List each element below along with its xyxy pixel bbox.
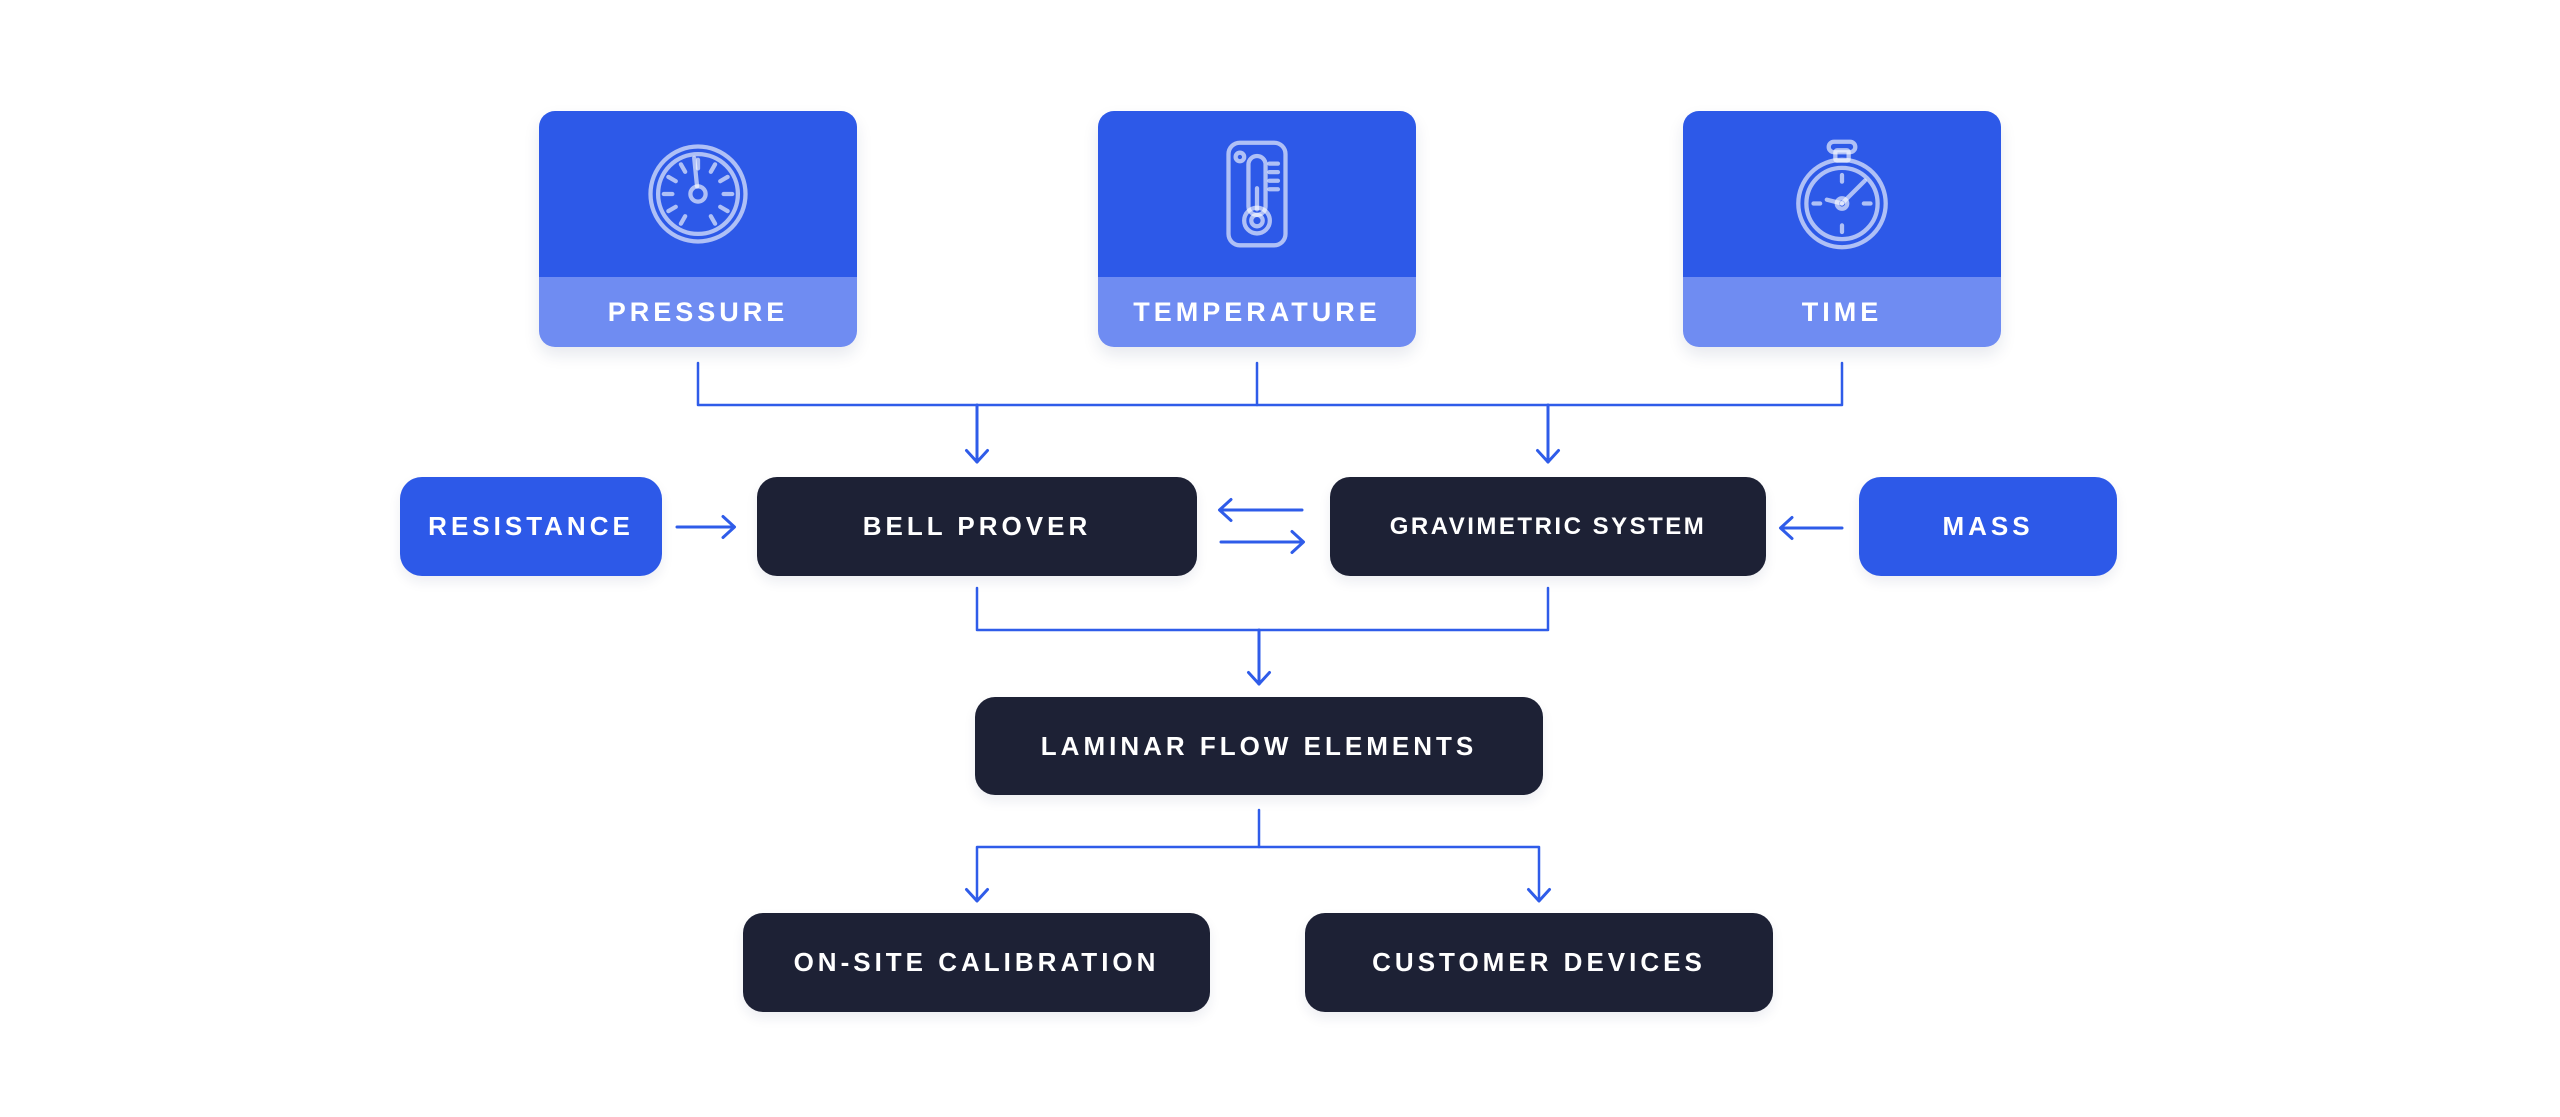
node-bell-prover: BELL PROVER	[757, 477, 1197, 576]
node-laminar-flow-elements: LAMINAR FLOW ELEMENTS	[975, 697, 1543, 795]
card-label-time: TIME	[1683, 277, 2001, 347]
node-customer-devices: CUSTOMER DEVICES	[1305, 913, 1773, 1012]
node-label: LAMINAR FLOW ELEMENTS	[1040, 730, 1478, 761]
arrow-bell-prover-to-gravimetric	[1219, 530, 1305, 554]
node-gravimetric-system: GRAVIMETRIC SYSTEM	[1330, 477, 1766, 576]
node-label: ON-SITE CALIBRATION	[793, 947, 1160, 977]
arrow-bus-to-customer	[1527, 888, 1551, 903]
card-pressure: PRESSURE	[539, 111, 857, 347]
gauge-icon	[539, 111, 857, 277]
card-temperature: TEMPERATURE	[1098, 111, 1416, 347]
card-time: TIME	[1683, 111, 2001, 347]
thermometer-icon	[1098, 111, 1416, 277]
stopwatch-icon	[1683, 111, 2001, 277]
arrow-bus-to-bell-prover	[965, 403, 989, 464]
node-label: MASS	[1942, 511, 2034, 541]
bus-provers-to-laminar	[975, 586, 1550, 632]
node-resistance: RESISTANCE	[400, 477, 662, 576]
card-label-pressure: PRESSURE	[539, 277, 857, 347]
arrow-bus-to-gravimetric	[1536, 403, 1560, 464]
arrow-bus-to-laminar	[1247, 628, 1271, 686]
arrow-resistance-to-bell-prover	[675, 515, 736, 539]
node-label: GRAVIMETRIC SYSTEM	[1389, 512, 1707, 540]
arrow-mass-to-gravimetric	[1779, 516, 1844, 540]
node-onsite-calibration: ON-SITE CALIBRATION	[743, 913, 1210, 1012]
node-label: RESISTANCE	[428, 511, 634, 541]
card-label-temperature: TEMPERATURE	[1098, 277, 1416, 347]
arrow-bus-to-onsite	[965, 888, 989, 903]
node-label: CUSTOMER DEVICES	[1372, 947, 1706, 977]
node-label: BELL PROVER	[862, 511, 1092, 541]
arrow-gravimetric-to-bell-prover	[1218, 498, 1304, 522]
bus-laminar-to-outputs	[975, 808, 1541, 903]
bus-top-cards	[696, 361, 1844, 407]
node-mass: MASS	[1859, 477, 2117, 576]
